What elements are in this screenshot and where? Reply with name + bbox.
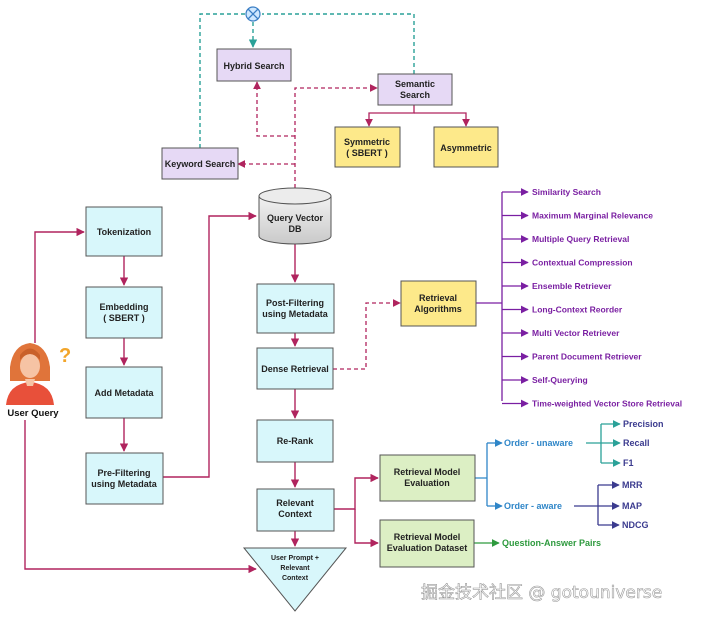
algorithm-item[interactable]: Ensemble Retriever [532, 281, 612, 291]
connectors [24, 13, 621, 574]
embedding-node[interactable]: Embedding ( SBERT ) [85, 286, 163, 339]
algorithm-item[interactable]: Time-weighted Vector Store Retrieval [532, 399, 682, 409]
db-to-hybrid-connector [253, 81, 295, 137]
asymmetric-node[interactable]: Asymmetric [433, 126, 499, 168]
symmetric-label-1: Symmetric [344, 137, 390, 147]
question-mark-icon: ? [59, 345, 71, 367]
user-to-prompt-connector [24, 420, 257, 574]
symmetric-label-2: ( SBERT ) [346, 148, 388, 158]
retrieval-algorithms-node[interactable]: Retrieval Algorithms [400, 280, 477, 327]
query-vector-db-node[interactable]: Query Vector DB [258, 187, 332, 245]
dense-to-algorithms-connector [333, 299, 401, 370]
keyword-to-hybrid-connector [199, 13, 245, 148]
algorithm-item[interactable]: Multiple Query Retrieval [532, 234, 629, 244]
order-aware-label: Order - aware [504, 501, 562, 511]
algorithms-bracket [476, 192, 503, 401]
prefilter-to-db-connector [163, 211, 257, 478]
evaluation-bracket [475, 443, 488, 506]
semantic-to-asymmetric-connector [414, 112, 470, 127]
semantic-search-label-2: Search [400, 90, 430, 100]
algorithm-branch-arrows [502, 188, 529, 408]
tokenization-label: Tokenization [97, 227, 151, 237]
re-rank-node[interactable]: Re-Rank [256, 419, 334, 463]
relevant-context-label-2: Context [278, 509, 312, 519]
relevant-context-node[interactable]: Relevant Context [256, 488, 335, 532]
metric-ndcg: NDCG [622, 520, 649, 530]
user-to-tokenization-connector [34, 227, 85, 343]
metric-precision: Precision [623, 419, 664, 429]
tokenization-node[interactable]: Tokenization [85, 206, 163, 257]
metric-mrr: MRR [622, 480, 643, 490]
pre-filtering-node[interactable]: Pre-Filtering using Metadata [85, 452, 164, 505]
add-metadata-node[interactable]: Add Metadata [85, 366, 163, 419]
db-to-semantic-connector [294, 84, 378, 188]
watermark-text: 掘金技术社区 @ gotouniverse [421, 583, 662, 603]
merge-icon [245, 6, 261, 22]
metric-f1: F1 [623, 458, 634, 468]
user-prompt-label-2: Relevant [280, 565, 310, 572]
retrieval-model-evaluation-node[interactable]: Retrieval Model Evaluation [379, 454, 476, 502]
user-query-label: User Query [7, 408, 59, 419]
re-rank-label: Re-Rank [277, 436, 315, 446]
metric-recall: Recall [623, 438, 650, 448]
post-filtering-label-2: using Metadata [262, 309, 329, 319]
hybrid-search-label: Hybrid Search [223, 61, 284, 71]
keyword-search-label: Keyword Search [165, 159, 236, 169]
semantic-to-symmetric-connector [365, 105, 415, 127]
embedding-label-2: ( SBERT ) [103, 313, 145, 323]
hybrid-search-node[interactable]: Hybrid Search [216, 48, 292, 82]
unaware-metrics-bracket [586, 424, 602, 463]
evaluation-label-2: Evaluation [404, 478, 450, 488]
algorithm-item[interactable]: Long-Context Reorder [532, 305, 623, 315]
aware-metrics-bracket [574, 485, 599, 525]
dense-retrieval-label: Dense Retrieval [261, 364, 329, 374]
algorithm-item[interactable]: Similarity Search [532, 187, 601, 197]
algorithm-item[interactable]: Maximum Marginal Relevance [532, 211, 653, 221]
retrieval-algorithms-label-2: Algorithms [414, 304, 462, 314]
algorithm-item[interactable]: Parent Document Retriever [532, 352, 642, 362]
user-prompt-label-1: User Prompt + [271, 555, 319, 562]
evaluation-label-1: Retrieval Model [394, 467, 461, 477]
keyword-search-node[interactable]: Keyword Search [161, 147, 239, 180]
pre-filtering-label-2: using Metadata [91, 479, 158, 489]
retrieval-model-evaluation-dataset-node[interactable]: Retrieval Model Evaluation Dataset [379, 519, 475, 568]
asymmetric-label: Asymmetric [440, 143, 492, 153]
context-to-dataset-connector [354, 509, 379, 548]
relevant-context-label-1: Relevant [276, 498, 314, 508]
user-prompt-label-3: Context [282, 575, 309, 582]
semantic-to-hybrid-connector [262, 13, 415, 74]
metric-map: MAP [622, 501, 642, 511]
post-filtering-node[interactable]: Post-Filtering using Metadata [256, 283, 335, 334]
post-filtering-label-1: Post-Filtering [266, 298, 324, 308]
algorithm-item[interactable]: Contextual Compression [532, 258, 633, 268]
add-metadata-label: Add Metadata [94, 388, 154, 398]
dataset-label-2: Evaluation Dataset [387, 543, 468, 553]
order-unaware-label: Order - unaware [504, 438, 573, 448]
pre-filtering-label-1: Pre-Filtering [97, 468, 150, 478]
retrieval-algorithms-label-1: Retrieval [419, 293, 457, 303]
algorithm-item[interactable]: Self-Querying [532, 375, 588, 385]
query-vector-db-label-1: Query Vector [267, 213, 324, 223]
query-vector-db-label-2: DB [289, 224, 302, 234]
user-prompt-node[interactable]: User Prompt + Relevant Context [242, 547, 348, 612]
algorithm-item[interactable]: Multi Vector Retriever [532, 328, 620, 338]
embedding-label-1: Embedding [100, 302, 149, 312]
semantic-search-label-1: Semantic [395, 79, 435, 89]
user-avatar-icon [6, 343, 54, 405]
semantic-search-node[interactable]: Semantic Search [377, 73, 453, 106]
question-answer-pairs-label: Question-Answer Pairs [502, 538, 601, 548]
dense-retrieval-node[interactable]: Dense Retrieval [256, 347, 334, 390]
dataset-label-1: Retrieval Model [394, 532, 461, 542]
context-to-evaluation-connector [334, 473, 379, 510]
symmetric-node[interactable]: Symmetric ( SBERT ) [334, 126, 401, 168]
